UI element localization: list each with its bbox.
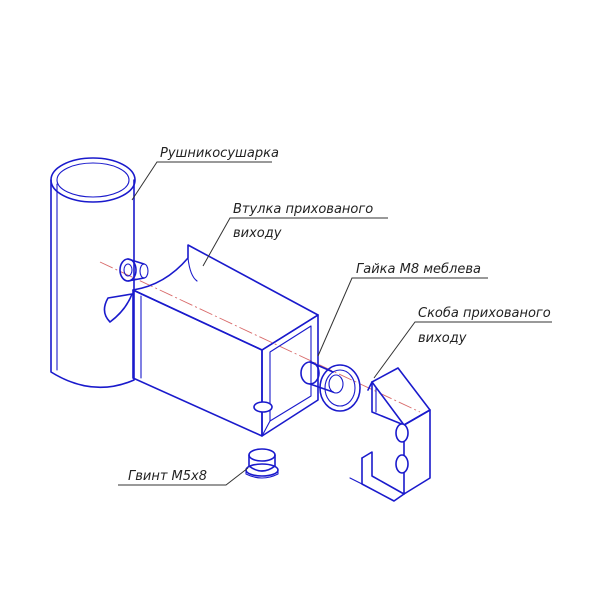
label-sleeve-line2: виходу <box>233 226 282 241</box>
leader-nut <box>317 277 488 357</box>
screw-m5x8 <box>245 448 279 479</box>
towel-dryer-pipe <box>50 157 149 389</box>
leader-towel-dryer <box>131 161 272 201</box>
label-towel-dryer: Рушникосушарка <box>160 146 279 161</box>
center-axis <box>99 261 421 413</box>
label-bracket-line1: Скоба прихованого <box>418 306 551 321</box>
leader-sleeve <box>202 217 388 267</box>
furniture-nut-m8 <box>300 361 361 412</box>
label-bracket-line2: виходу <box>418 331 467 346</box>
leader-bracket <box>373 321 552 379</box>
hidden-outlet-bracket <box>349 367 431 502</box>
leader-screw <box>118 467 249 486</box>
label-screw: Гвинт М5х8 <box>128 469 207 484</box>
hidden-outlet-sleeve <box>132 244 319 437</box>
label-nut: Гайка М8 меблева <box>356 262 481 277</box>
label-sleeve-line1: Втулка прихованого <box>233 202 373 217</box>
